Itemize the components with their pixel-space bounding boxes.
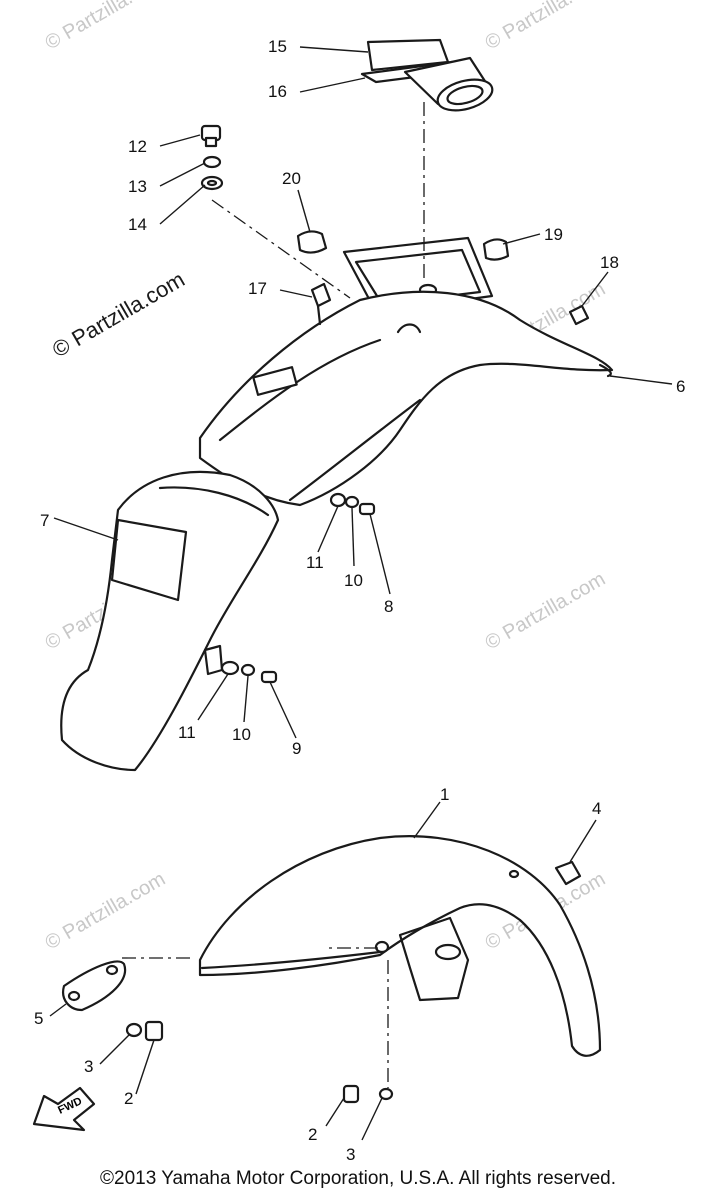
watermark-faint: © Partzilla.com — [482, 0, 610, 54]
callout-6: 6 — [676, 377, 685, 396]
watermark-main: © Partzilla.com — [48, 267, 189, 363]
copyright-notice: ©2013 Yamaha Motor Corporation, U.S.A. A… — [100, 1168, 616, 1189]
rear-fender — [198, 290, 614, 507]
callout-18: 18 — [600, 253, 619, 272]
callout-4: 4 — [592, 799, 601, 818]
grommets — [296, 230, 510, 261]
callout-2: 2 — [308, 1125, 317, 1144]
watermark-faint: © Partzilla.com — [482, 568, 610, 654]
callout-5: 5 — [34, 1009, 43, 1028]
leader-lines — [49, 46, 673, 1141]
assembly-lines — [120, 102, 425, 1088]
callout-9: 9 — [292, 739, 301, 758]
middle-hardware — [220, 492, 376, 684]
callout-3: 3 — [84, 1057, 93, 1076]
front-bracket-hardware — [62, 960, 394, 1104]
watermark-faint: © Partzilla.com — [42, 868, 170, 954]
callout-10: 10 — [344, 571, 363, 590]
callout-15: 15 — [268, 37, 287, 56]
callout-11: 11 — [178, 723, 196, 742]
watermark-faint: © Partzilla.com — [42, 0, 170, 54]
callout-3: 3 — [346, 1145, 355, 1164]
bolt-washer-stack — [200, 124, 224, 191]
fwd-arrow-icon: FWD — [32, 1086, 96, 1132]
callout-20: 20 — [282, 169, 301, 188]
callout-16: 16 — [268, 82, 287, 101]
callout-17: 17 — [248, 279, 267, 298]
tool-bag — [360, 38, 494, 112]
callout-labels: 15 16 12 13 14 20 19 18 17 6 7 11 10 8 1… — [34, 37, 685, 1164]
callout-13: 13 — [128, 177, 147, 196]
callout-14: 14 — [128, 215, 147, 234]
callout-1: 1 — [440, 785, 449, 804]
callout-10: 10 — [232, 725, 251, 744]
front-fender — [198, 835, 602, 1057]
callout-12: 12 — [128, 137, 147, 156]
small-fasteners — [310, 282, 590, 326]
fender-nut — [508, 860, 582, 886]
callout-7: 7 — [40, 511, 49, 530]
callout-8: 8 — [384, 597, 393, 616]
callout-11: 11 — [306, 553, 324, 572]
callout-2: 2 — [124, 1089, 133, 1108]
callout-19: 19 — [544, 225, 563, 244]
